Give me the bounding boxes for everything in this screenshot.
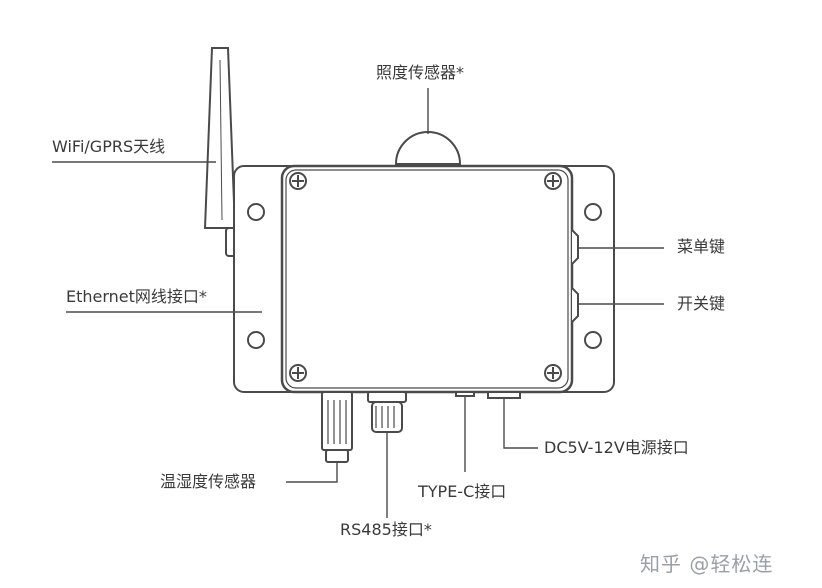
- mounting-hole: [584, 331, 602, 349]
- type-c-port: [455, 391, 475, 397]
- menu-key-label: 菜单键: [677, 237, 726, 256]
- watermark: 知乎 @轻松连: [640, 552, 774, 576]
- dc-power-jack: [487, 391, 521, 399]
- leader-lines: [52, 88, 664, 518]
- light-sensor-dome: [394, 131, 462, 165]
- mounting-hole: [247, 331, 265, 349]
- rs485-cable-gland: [367, 391, 407, 433]
- screw: [544, 364, 562, 382]
- mounting-hole: [247, 203, 265, 221]
- power-key-label: 开关键: [677, 294, 726, 313]
- temp-humidity-sensor: [321, 391, 353, 463]
- ethernet-port-label: Ethernet网线接口*: [66, 287, 207, 306]
- dc-power-port-label: DC5V-12V电源接口: [544, 438, 689, 457]
- light-sensor-label: 照度传感器*: [376, 63, 465, 82]
- temp-humidity-sensor-label: 温湿度传感器: [160, 472, 257, 491]
- enclosure-body: [280, 164, 574, 394]
- type-c-port-label: TYPE-C接口: [418, 482, 507, 501]
- enclosure-lid: [285, 169, 569, 389]
- screw: [289, 364, 307, 382]
- screw: [289, 172, 307, 190]
- rs485-port-label: RS485接口*: [340, 520, 432, 539]
- power-key-button[interactable]: [571, 287, 579, 323]
- screw: [544, 172, 562, 190]
- menu-key-button[interactable]: [571, 229, 579, 265]
- mounting-hole: [584, 203, 602, 221]
- antenna-label: WiFi/GPRS天线: [52, 137, 166, 156]
